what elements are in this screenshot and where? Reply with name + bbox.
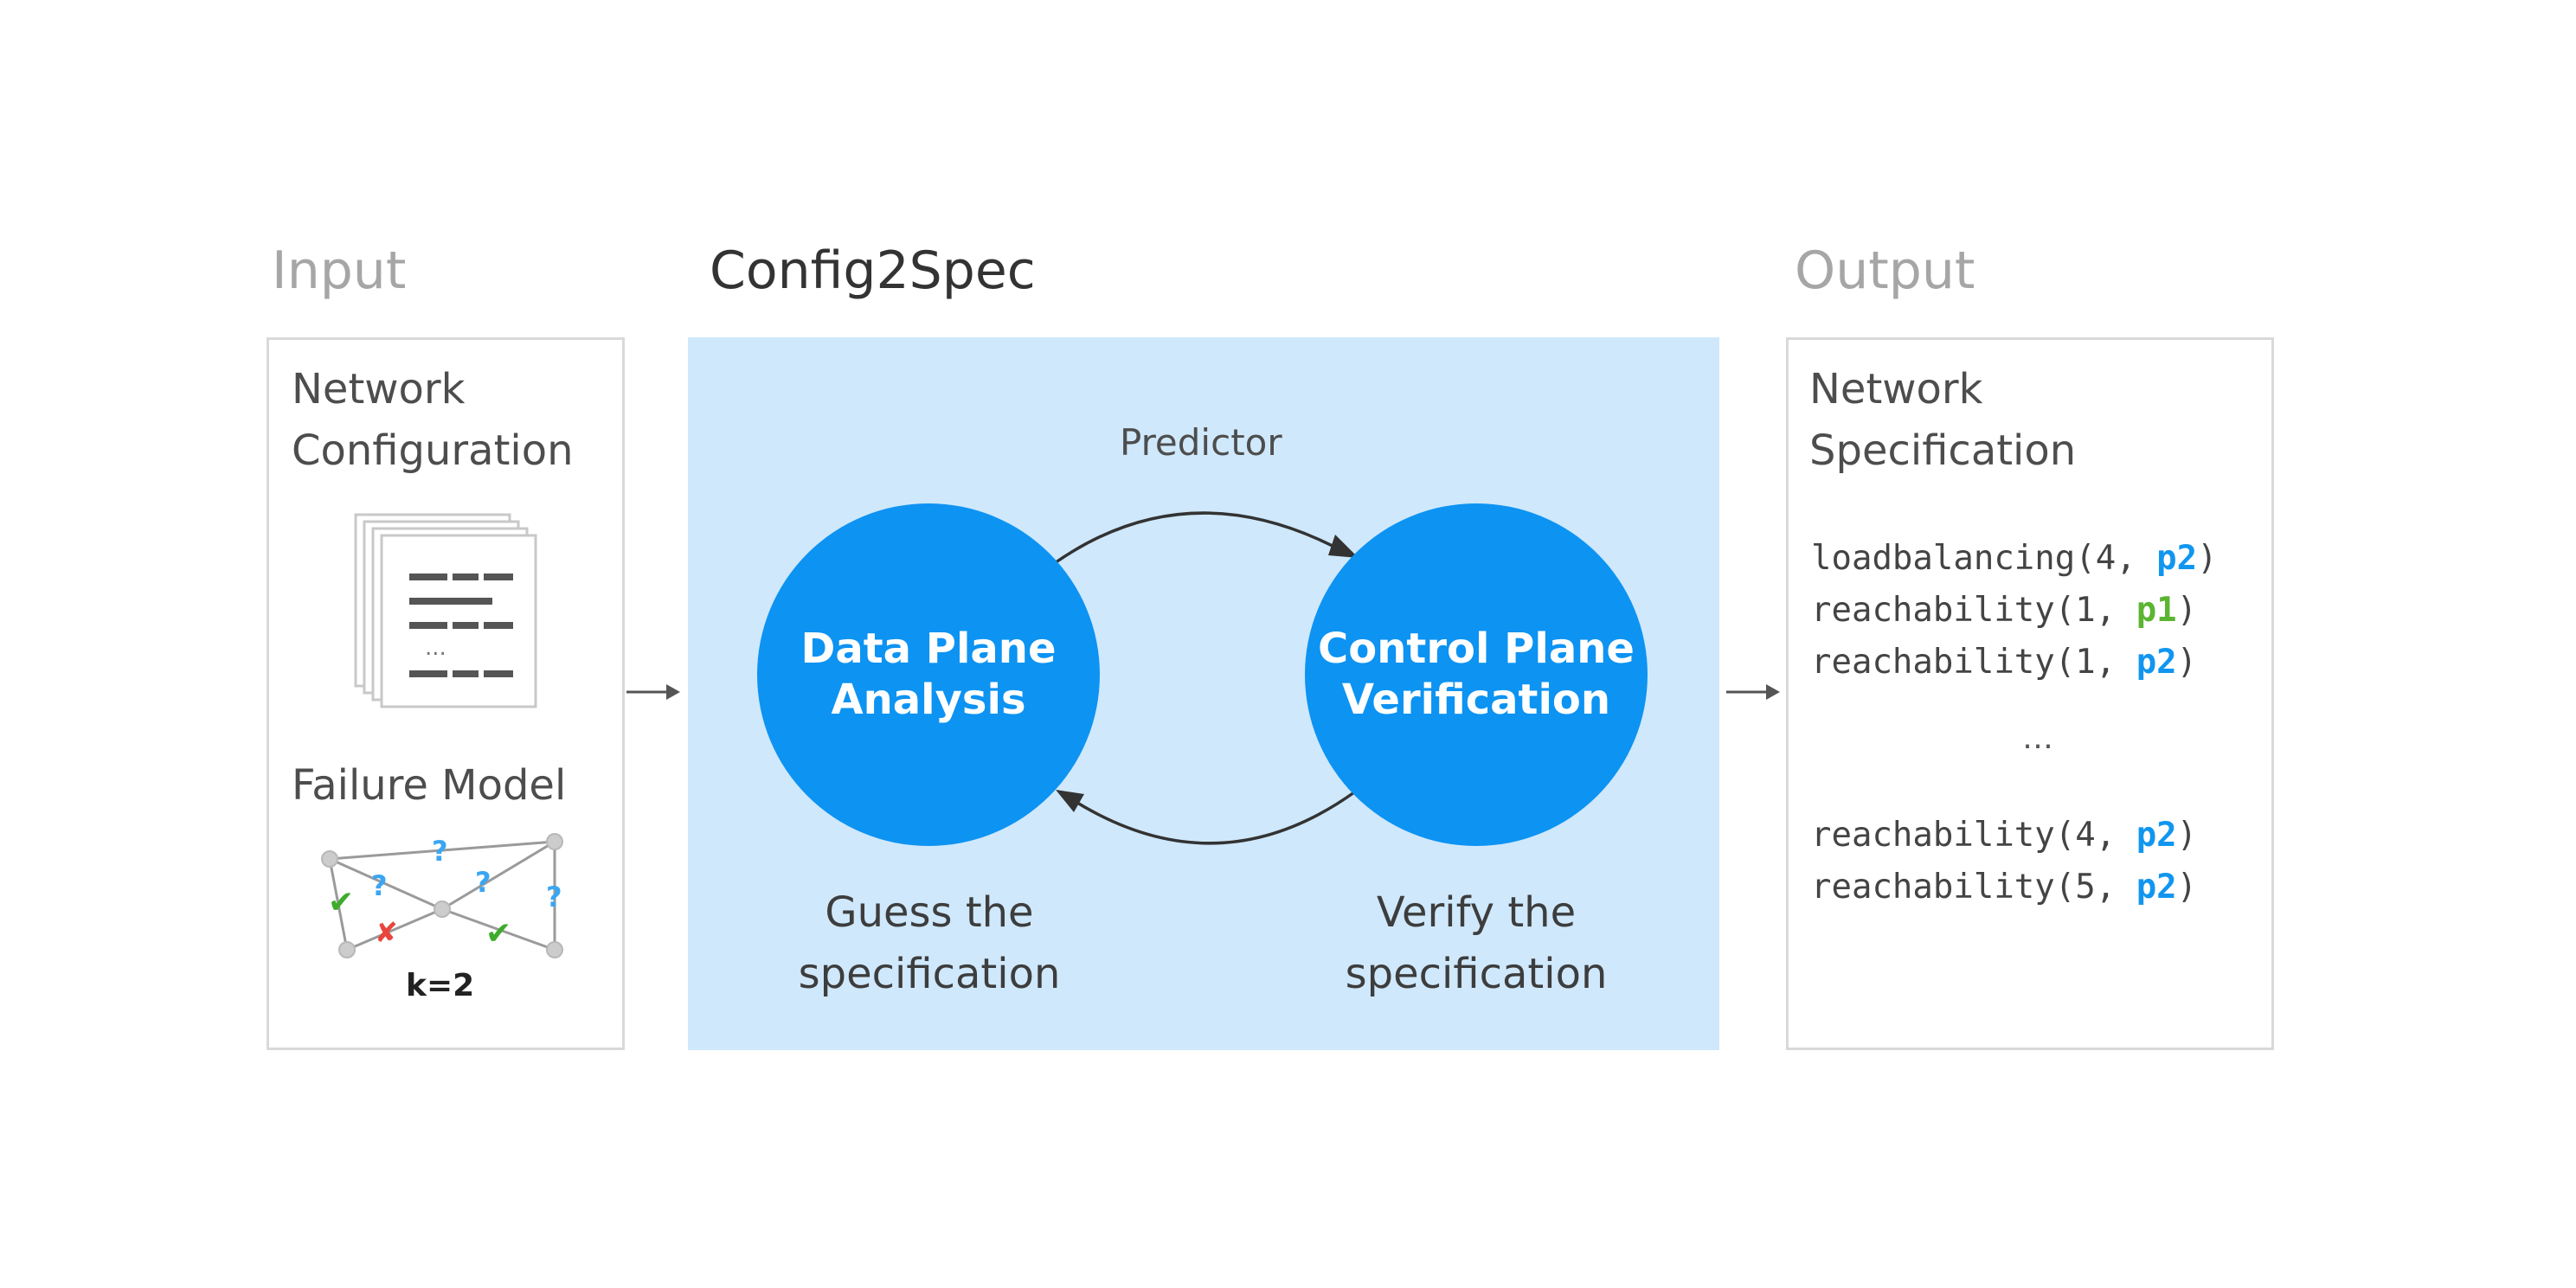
spec-closing-paren: ) xyxy=(2197,539,2218,578)
data-plane-analysis-circle: Data Plane Analysis xyxy=(757,503,1100,846)
network-specification-heading: Network Specification xyxy=(1809,359,2076,482)
network-graph-icon: ? ? ? ? ✔ ✔ ✘ k=2 xyxy=(321,833,563,1003)
circle-label-line: Control Plane xyxy=(1318,625,1635,673)
output-panel: Network Specification loadbalancing(4, p… xyxy=(1786,337,2274,1050)
control-plane-verification-circle: Control Plane Verification xyxy=(1305,503,1648,846)
specification-line: reachability(4, p2) xyxy=(1811,816,2197,855)
unknown-mark: ? xyxy=(371,869,388,902)
heading-line: Network xyxy=(1809,365,1983,413)
config2spec-process-box: Predictor Data Plane Analysis Control Pl… xyxy=(688,337,1719,1050)
config-ellipsis: ... xyxy=(425,635,446,661)
circle-label-line: Verification xyxy=(1341,676,1611,724)
spec-predicate: loadbalancing(4, xyxy=(1811,539,2157,578)
verify-caption: Verify the specification xyxy=(1294,882,1658,1005)
specification-ellipsis: … xyxy=(2022,721,2053,756)
graph-node xyxy=(321,850,338,868)
predictor-cycle-arrows xyxy=(1050,511,1359,845)
spec-predicate: reachability(4, xyxy=(1811,816,2136,855)
spec-predicate: reachability(1, xyxy=(1811,643,2136,682)
spec-path-param: p1 xyxy=(2136,591,2177,630)
unknown-mark: ? xyxy=(432,835,448,868)
graph-node xyxy=(338,941,356,958)
spec-predicate: reachability(5, xyxy=(1811,868,2136,907)
specification-list: loadbalancing(4, p2)reachability(1, p1)r… xyxy=(1811,340,2261,1049)
heading-line: Network xyxy=(292,365,466,413)
guess-caption: Guess the specification xyxy=(748,882,1111,1005)
k-label: k=2 xyxy=(406,968,474,1003)
spec-path-param: p2 xyxy=(2136,643,2177,682)
spec-closing-paren: ) xyxy=(2176,591,2198,630)
failure-model-heading: Failure Model xyxy=(292,761,567,810)
spec-closing-paren: ) xyxy=(2176,643,2198,682)
spec-closing-paren: ) xyxy=(2176,868,2198,907)
output-arrow xyxy=(1726,684,1780,700)
circle-label-line: Analysis xyxy=(831,676,1026,724)
heading-line: Specification xyxy=(1809,426,2077,475)
spec-predicate: reachability(1, xyxy=(1811,591,2136,630)
spec-closing-paren: ) xyxy=(2176,816,2198,855)
network-configuration-heading: Network Configuration xyxy=(292,359,574,482)
input-section-title: Input xyxy=(272,240,407,301)
spec-path-param: p2 xyxy=(2156,539,2198,578)
input-arrow xyxy=(626,684,680,700)
caption-line: Guess the xyxy=(825,888,1034,937)
output-section-title: Output xyxy=(1795,240,1975,301)
heading-line: Configuration xyxy=(292,426,574,475)
specification-line: reachability(5, p2) xyxy=(1811,868,2197,907)
caption-line: specification xyxy=(798,950,1061,998)
unknown-mark: ? xyxy=(546,881,562,913)
process-section-title: Config2Spec xyxy=(710,240,1036,301)
predictor-label: Predictor xyxy=(1120,421,1282,464)
check-icon: ✔ xyxy=(328,885,354,920)
input-panel: Network Configuration ... Failure Model xyxy=(267,337,625,1050)
specification-line: reachability(1, p1) xyxy=(1811,591,2197,631)
document-stack-icon: ... xyxy=(354,513,537,708)
check-icon: ✔ xyxy=(485,916,511,952)
caption-line: specification xyxy=(1345,950,1608,998)
graph-node xyxy=(546,941,563,958)
spec-path-param: p2 xyxy=(2136,816,2177,855)
graph-node xyxy=(434,900,451,918)
circle-label-line: Data Plane xyxy=(800,625,1057,673)
graph-node xyxy=(546,833,563,850)
unknown-mark: ? xyxy=(475,866,491,899)
cross-icon: ✘ xyxy=(375,916,398,949)
specification-line: reachability(1, p2) xyxy=(1811,643,2197,682)
spec-path-param: p2 xyxy=(2136,868,2177,907)
caption-line: Verify the xyxy=(1376,888,1577,937)
specification-line: loadbalancing(4, p2) xyxy=(1811,539,2218,579)
